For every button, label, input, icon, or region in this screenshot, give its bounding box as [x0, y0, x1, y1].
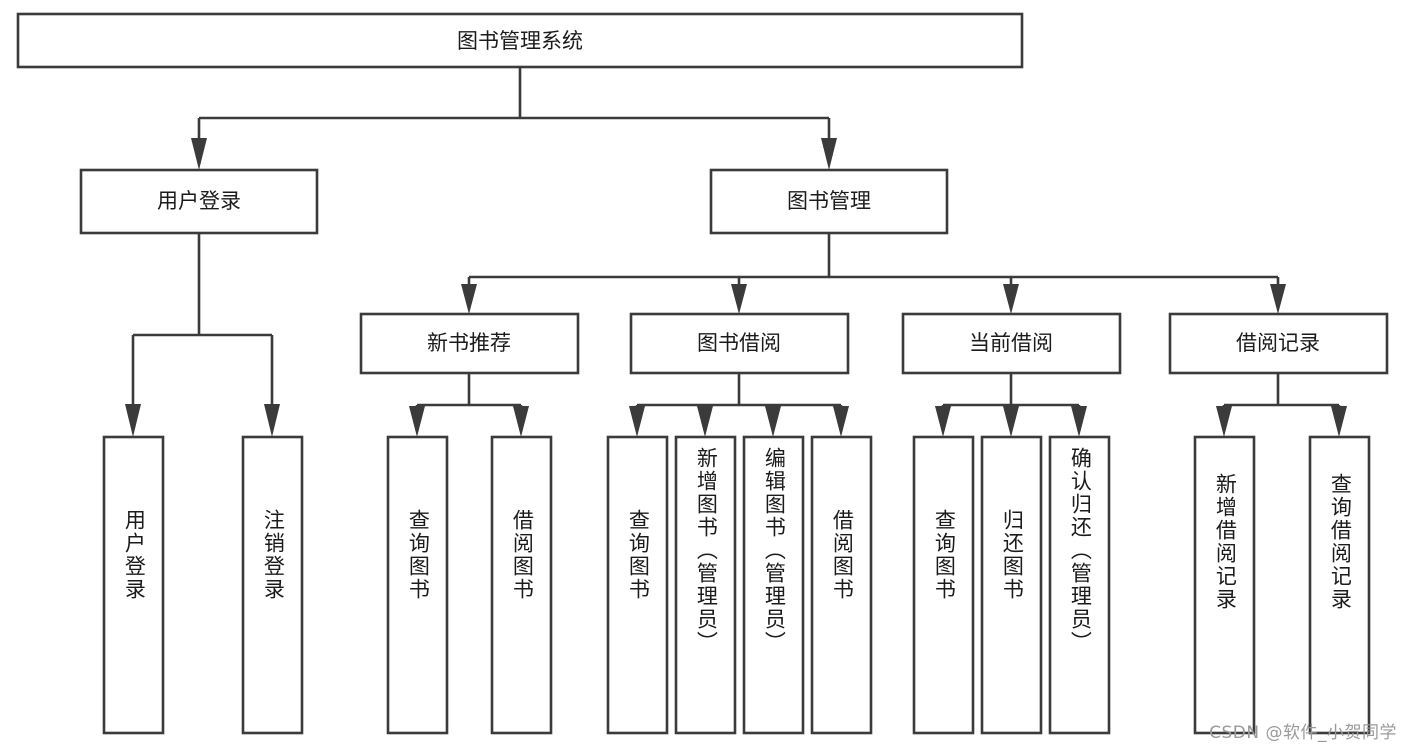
- node-new-book-recommend-box[interactable]: [359, 312, 580, 375]
- arrow-head-leaf-query-book-cur: [935, 406, 951, 437]
- arrow-head-current-borrow: [1003, 284, 1019, 314]
- node-root-label: 图书管理系统: [457, 29, 583, 53]
- nodes-layer: 图书管理系统 用户登录 图书管理 新书推荐 图书借阅 当前借阅 借阅记录: [16, 12, 1389, 735]
- node-leaf-logout-login-box[interactable]: [241, 435, 304, 735]
- edges-layer: [125, 67, 1347, 437]
- arrow-head-leaf-borrow-book-rec: [513, 406, 529, 437]
- node-leaf-return-book-box[interactable]: [980, 435, 1043, 735]
- arrow-head-leaf-confirm-return: [1071, 406, 1087, 437]
- node-book-manage-label: 图书管理: [787, 189, 871, 213]
- node-leaf-query-book-borrow-box[interactable]: [606, 435, 669, 735]
- node-leaf-user-login-box[interactable]: [102, 435, 165, 735]
- node-leaf-query-book-rec-box[interactable]: [386, 435, 449, 735]
- node-root-box[interactable]: [16, 12, 1024, 69]
- node-book-borrow-label: 图书借阅: [697, 331, 781, 355]
- arrow-head-leaf-return-book: [1003, 406, 1019, 437]
- node-leaf-query-book-cur-box[interactable]: [912, 435, 975, 735]
- arrow-head-leaf-query-book-rec: [409, 406, 425, 437]
- node-current-borrow-box[interactable]: [901, 312, 1122, 375]
- arrow-head-leaf-edit-book: [765, 406, 781, 437]
- node-leaf-borrow-book-box[interactable]: [810, 435, 873, 735]
- arrow-head-leaf-borrow-book: [833, 406, 849, 437]
- arrow-head-leaf-add-book: [697, 406, 713, 437]
- arrow-head-leaf-user-login: [125, 404, 141, 437]
- arrow-head-leaf-add-record: [1216, 406, 1232, 437]
- arrow-head-new-book-recommend: [461, 284, 477, 314]
- node-borrow-record-box[interactable]: [1168, 312, 1389, 375]
- csdn-watermark: CSDN @软件_小贺同学: [1209, 723, 1397, 743]
- node-leaf-edit-book-box[interactable]: [742, 435, 805, 735]
- node-new-book-recommend-label: 新书推荐: [427, 331, 511, 355]
- node-leaf-confirm-return-box[interactable]: [1048, 435, 1111, 735]
- arrow-head-book-borrow: [731, 284, 747, 314]
- node-book-borrow-box[interactable]: [629, 312, 850, 375]
- node-leaf-add-record-box[interactable]: [1193, 435, 1256, 735]
- arrow-head-leaf-query-book-borrow: [629, 406, 645, 437]
- node-leaf-query-record-box[interactable]: [1308, 435, 1371, 735]
- node-current-borrow-label: 当前借阅: [969, 331, 1053, 355]
- arrow-head-user-login: [191, 138, 207, 170]
- arrow-head-leaf-logout-login: [264, 404, 280, 437]
- node-user-login-label: 用户登录: [157, 189, 241, 213]
- node-book-manage-box[interactable]: [709, 168, 949, 235]
- node-leaf-add-book-box[interactable]: [674, 435, 737, 735]
- arrow-head-leaf-query-record: [1331, 406, 1347, 437]
- arrow-head-borrow-record: [1270, 284, 1286, 314]
- node-user-login-box[interactable]: [79, 168, 319, 235]
- node-borrow-record-label: 借阅记录: [1236, 331, 1320, 355]
- node-leaf-borrow-book-rec-box[interactable]: [490, 435, 553, 735]
- arrow-head-book-manage: [821, 138, 837, 170]
